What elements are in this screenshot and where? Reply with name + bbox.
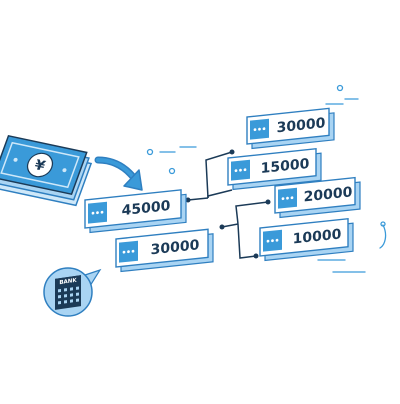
yen-banknote-icon: ¥ [0,134,93,207]
bank-label: BANK [59,278,77,287]
amount-card-20000: 20000 [274,176,361,219]
amount-card-30000-bottom: 30000 [115,228,214,273]
connector-dots [185,149,271,259]
amount-value: 30000 [277,115,326,136]
connector-lines [187,151,269,259]
amount-value: 20000 [304,184,353,205]
arrow-icon [94,156,143,191]
amount-value: 10000 [293,226,342,247]
bank-building-icon: BANK [43,267,102,317]
amount-value: 15000 [261,156,310,177]
amount-value: 30000 [151,237,200,258]
amount-card-15000: 15000 [227,147,322,191]
amount-card-10000: 10000 [259,217,354,262]
amount-card-45000: 45000 [84,189,187,234]
amount-cards: 30000 15000 45000 20000 30000 10000 [84,107,361,273]
amount-value: 45000 [122,198,171,219]
amount-card-30000-top: 30000 [246,107,335,150]
